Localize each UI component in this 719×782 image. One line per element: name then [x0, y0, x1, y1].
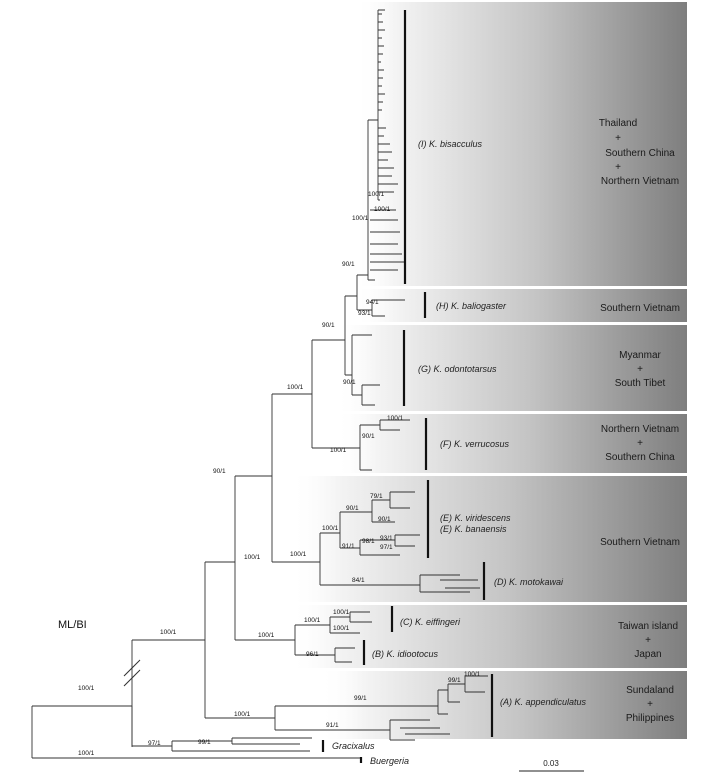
support-value: 93/1 — [380, 535, 393, 542]
region-a-2: + — [647, 699, 653, 710]
support-value: 100/1 — [244, 554, 261, 561]
support-value: 93/1 — [358, 310, 371, 317]
panel-clade-a — [320, 671, 687, 739]
support-value: 100/1 — [387, 415, 404, 422]
support-value: 100/1 — [374, 206, 391, 213]
method-label: ML/BI — [58, 619, 87, 631]
break-mark — [123, 659, 141, 687]
support-value: 90/1 — [322, 322, 335, 329]
support-value: 90/1 — [346, 505, 359, 512]
support-value: 100/1 — [333, 625, 350, 632]
region-cb-1: Taiwan island — [618, 621, 678, 632]
scale-bar: 0.03 — [519, 759, 584, 772]
support-value: 98/1 — [362, 538, 375, 545]
support-value: 100/1 — [290, 551, 307, 558]
support-value: 94/1 — [366, 299, 379, 306]
clade-label-b: (B) K. idiootocus — [372, 649, 439, 659]
panel-clade-f — [335, 414, 687, 473]
support-value: 91/1 — [326, 722, 339, 729]
region-ed: Southern Vietnam — [600, 537, 680, 548]
support-value: 100/1 — [258, 632, 275, 639]
panel-clade-ed — [290, 476, 687, 602]
support-value: 84/1 — [352, 577, 365, 584]
support-value: 79/1 — [370, 493, 383, 500]
support-value: 100/1 — [330, 447, 347, 454]
region-h: Southern Vietnam — [600, 303, 680, 314]
support-value: 99/1 — [448, 677, 461, 684]
support-value: 100/1 — [78, 750, 95, 757]
clade-panels — [290, 2, 687, 739]
region-cb-3: Japan — [634, 649, 661, 660]
region-f-2: + — [637, 438, 643, 449]
support-value: 99/1 — [198, 739, 211, 746]
region-i-1: Thailand — [599, 118, 637, 129]
support-value: 100/1 — [78, 685, 95, 692]
support-value: 96/1 — [306, 651, 319, 658]
region-a-1: Sundaland — [626, 685, 674, 696]
clade-label-h: (H) K. baliogaster — [436, 301, 507, 311]
support-value: 97/1 — [380, 544, 393, 551]
panel-clade-i — [355, 2, 687, 286]
support-value: 100/1 — [368, 191, 385, 198]
clade-label-d: (D) K. motokawai — [494, 577, 564, 587]
region-f-1: Northern Vietnam — [601, 424, 679, 435]
clade-label-e1: (E) K. viridescens — [440, 513, 511, 523]
outgroup-buergeria: Buergeria — [370, 756, 409, 766]
support-value: 91/1 — [342, 543, 355, 550]
clade-label-e2: (E) K. banaensis — [440, 524, 507, 534]
clade-bars — [321, 10, 494, 763]
support-value: 100/1 — [234, 711, 251, 718]
support-value: 100/1 — [352, 215, 369, 222]
region-cb-2: + — [645, 635, 651, 646]
scale-bar-label: 0.03 — [543, 759, 559, 768]
panel-clade-g — [335, 325, 687, 411]
support-value: 90/1 — [213, 468, 226, 475]
clade-label-g: (G) K. odontotarsus — [418, 364, 497, 374]
support-value: 100/1 — [160, 629, 177, 636]
outgroup-gracixalus: Gracixalus — [332, 741, 375, 751]
support-value: 100/1 — [304, 617, 321, 624]
clade-label-f: (F) K. verrucosus — [440, 439, 510, 449]
support-value: 100/1 — [322, 525, 339, 532]
tree-branches — [31, 9, 488, 759]
region-labels: Thailand + Southern China + Northern Vie… — [599, 118, 680, 724]
support-value: 90/1 — [378, 516, 391, 523]
clade-label-i: (I) K. bisacculus — [418, 139, 483, 149]
region-g-2: + — [637, 364, 643, 375]
support-value: 90/1 — [343, 379, 356, 386]
support-value: 99/1 — [354, 695, 367, 702]
support-value: 100/1 — [333, 609, 350, 616]
region-i-4: + — [615, 162, 621, 173]
clade-i-tips — [370, 13, 404, 271]
region-g-1: Myanmar — [619, 350, 661, 361]
support-value: 90/1 — [362, 433, 375, 440]
clade-label-a: (A) K. appendiculatus — [500, 697, 587, 707]
support-value: 100/1 — [464, 671, 481, 678]
support-value: 97/1 — [148, 740, 161, 747]
support-value: 100/1 — [287, 384, 304, 391]
support-values: 100/1 97/1 99/1 100/1 100/1 100/1 99/1 9… — [78, 191, 481, 757]
region-a-3: Philippines — [626, 713, 674, 724]
region-i-5: Northern Vietnam — [601, 176, 679, 187]
region-g-3: South Tibet — [615, 378, 666, 389]
region-i-2: + — [615, 133, 621, 144]
region-f-3: Southern China — [605, 452, 675, 463]
panel-clade-h — [355, 289, 687, 322]
region-i-3: Southern China — [605, 148, 675, 159]
clade-label-c: (C) K. eiffingeri — [400, 617, 461, 627]
support-value: 90/1 — [342, 261, 355, 268]
panel-clade-cb — [290, 605, 687, 668]
